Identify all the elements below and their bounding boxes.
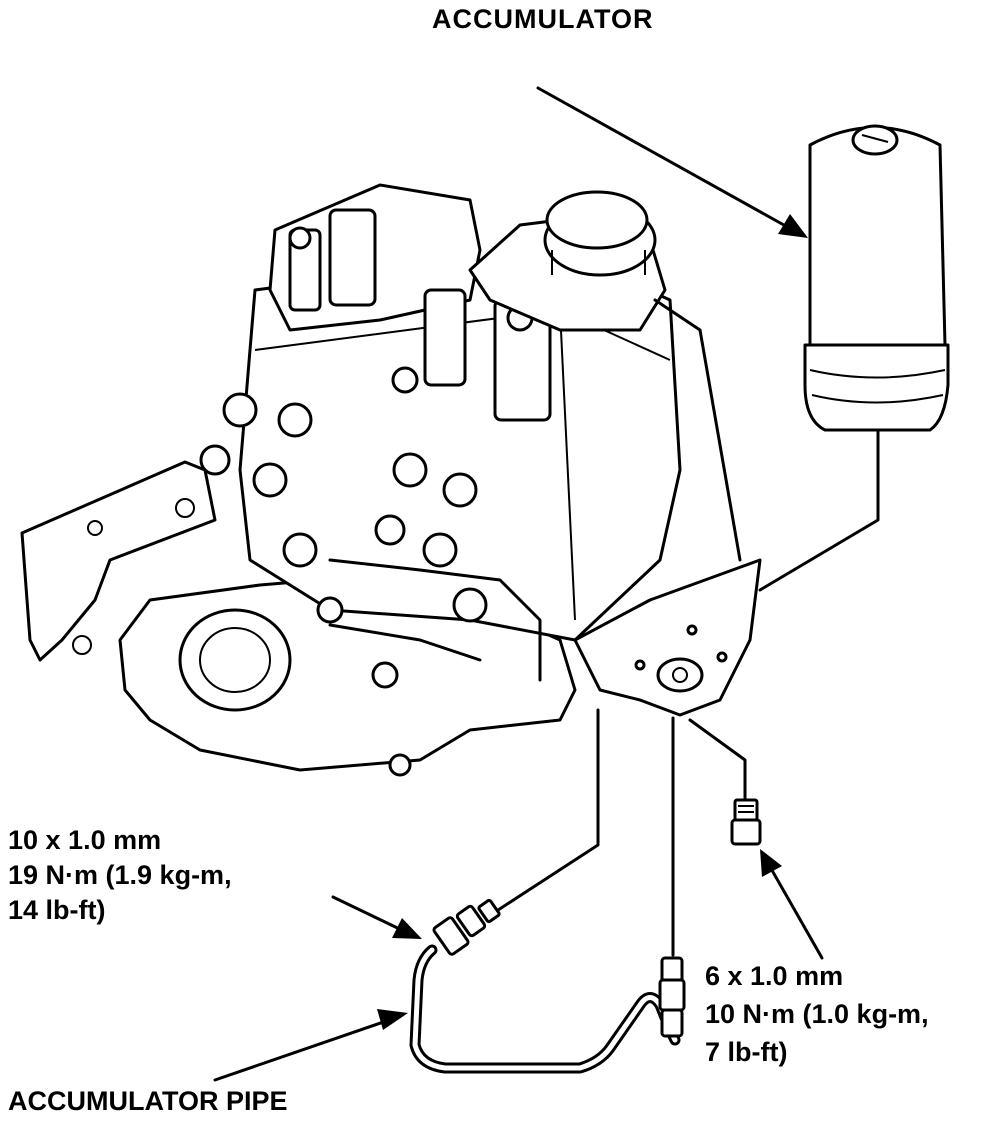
- accumulator-label: ACCUMULATOR: [432, 4, 654, 34]
- pipe-flare-nut-left: [432, 898, 501, 956]
- assembly-guide-lines: [493, 430, 880, 957]
- mounting-bolt: [730, 798, 762, 846]
- accumulator-pipe: [409, 898, 686, 1074]
- accumulator-canister: [803, 124, 950, 432]
- pointer-arrows: [213, 86, 824, 1082]
- accumulator-pipe-label: ACCUMULATOR PIPE: [8, 1086, 288, 1116]
- modulator-unit: [20, 183, 762, 777]
- pipe-flare-nut-right: [658, 956, 686, 1038]
- pipe-fitting-torque-spec: 10 x 1.0 mm 19 N·m (1.9 kg-m, 14 lb-ft): [8, 825, 232, 925]
- bolt-torque-spec: 6 x 1.0 mm 10 N·m (1.0 kg-m, 7 lb-ft): [705, 961, 929, 1067]
